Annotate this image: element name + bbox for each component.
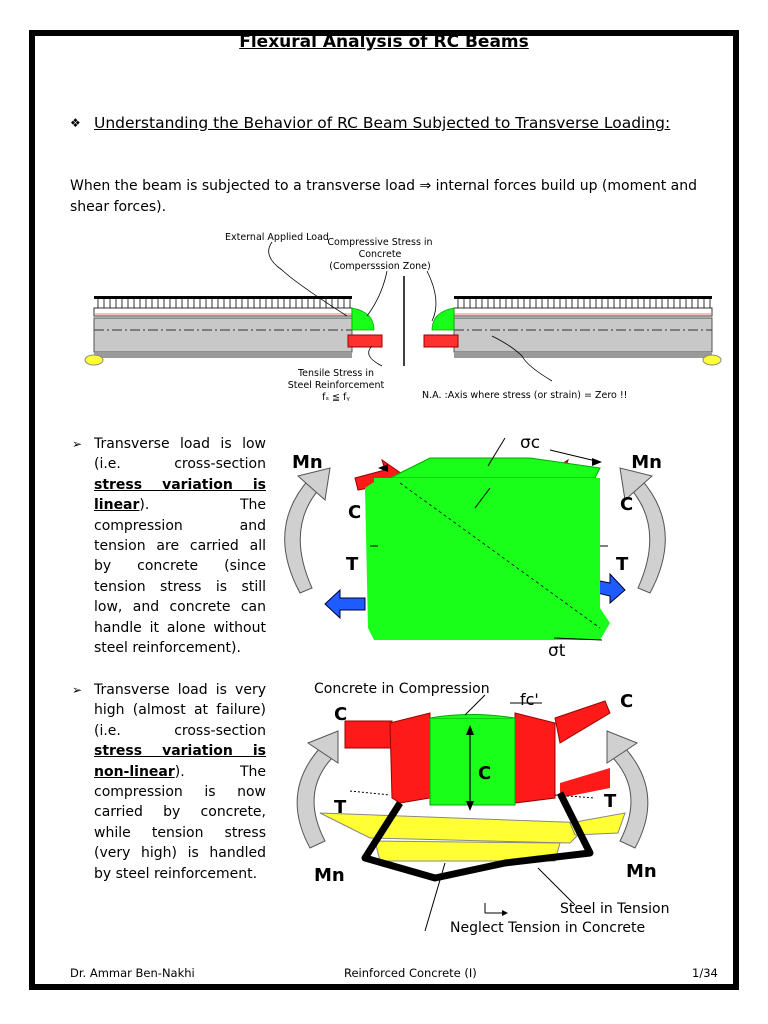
t-left-label: T xyxy=(346,554,359,575)
c-right-label: C xyxy=(620,691,633,712)
t-left-label: T xyxy=(334,797,347,818)
intro-paragraph: When the beam is subjected to a transver… xyxy=(70,178,697,215)
mn-left-label: Mn xyxy=(292,452,323,473)
para2-text-c: ). The compression is now carried by con… xyxy=(94,763,266,882)
c-left-label: C xyxy=(334,704,347,725)
section-heading-text: Understanding the Behavior of RC Beam Su… xyxy=(94,114,671,132)
page-frame xyxy=(29,30,739,990)
tensile-label-3: fₛ ≦ fᵧ xyxy=(322,392,350,403)
neglect-tension-label: Neglect Tension in Concrete xyxy=(450,920,645,936)
concrete-compression-label: Concrete in Compression xyxy=(314,681,490,697)
para1-text-b: stress variation is linear xyxy=(94,476,266,514)
mn-right-label: Mn xyxy=(626,861,657,882)
t-right-label: T xyxy=(604,791,617,812)
para2-text-b: stress variation is non-linear xyxy=(94,743,266,780)
para1-text-a: Transverse load is low (i.e. cross-secti… xyxy=(94,436,266,473)
footer-author: Dr. Ammar Ben-Nakhi xyxy=(70,966,195,980)
compressive-label-3: (Compersssion Zone) xyxy=(329,261,430,272)
compressive-label-1: Compressive Stress in xyxy=(327,237,432,248)
beam-figure: External Applied Load Compressive Stress… xyxy=(84,232,722,403)
arrow-bullet-icon: ➢ xyxy=(72,683,83,697)
mn-right-label: Mn xyxy=(631,452,662,473)
tensile-label-1: Tensile Stress in xyxy=(297,368,374,379)
para2-text-a: Transverse load is very high (almost at … xyxy=(94,682,266,739)
right-beam-half xyxy=(423,296,722,366)
fc-label: fc' xyxy=(520,690,539,709)
diamond-bullet-icon: ❖ xyxy=(70,116,81,130)
section-heading: ❖ Understanding the Behavior of RC Beam … xyxy=(70,112,710,135)
arrow-bullet-icon: ➢ xyxy=(72,437,83,451)
sigma-c-label: σc xyxy=(520,433,540,453)
linear-stress-figure: Mn Mn C C T T σc σt xyxy=(284,433,666,661)
left-beam-half xyxy=(84,296,383,366)
c-right-label: C xyxy=(620,494,633,515)
nonlinear-stress-figure: Concrete in Compression fc' C C C T T Mn… xyxy=(296,681,669,936)
tensile-label-2: Steel Reinforcement xyxy=(288,380,385,391)
paragraph-high-load: ➢ Transverse load is very high (almost a… xyxy=(72,680,266,884)
na-note: N.A. :Axis where stress (or strain) = Ze… xyxy=(422,390,627,401)
mn-left-label: Mn xyxy=(314,865,345,886)
c-center-label: C xyxy=(478,763,491,784)
footer-page: 1/34 xyxy=(692,966,718,980)
external-load-label: External Applied Load xyxy=(225,232,329,243)
steel-tension-label: Steel in Tension xyxy=(560,901,669,917)
c-left-label: C xyxy=(348,502,361,523)
t-right-label: T xyxy=(616,554,629,575)
footer-course: Reinforced Concrete (I) xyxy=(344,966,477,980)
sigma-t-label: σt xyxy=(548,641,566,661)
compressive-label-2: Concrete xyxy=(359,249,402,260)
para1-text-c: ). The compression and tension are carri… xyxy=(94,497,266,657)
page-title: Flexural Analysis of RC Beams xyxy=(239,32,529,52)
paragraph-low-load: ➢ Transverse load is low (i.e. cross-sec… xyxy=(72,434,266,658)
